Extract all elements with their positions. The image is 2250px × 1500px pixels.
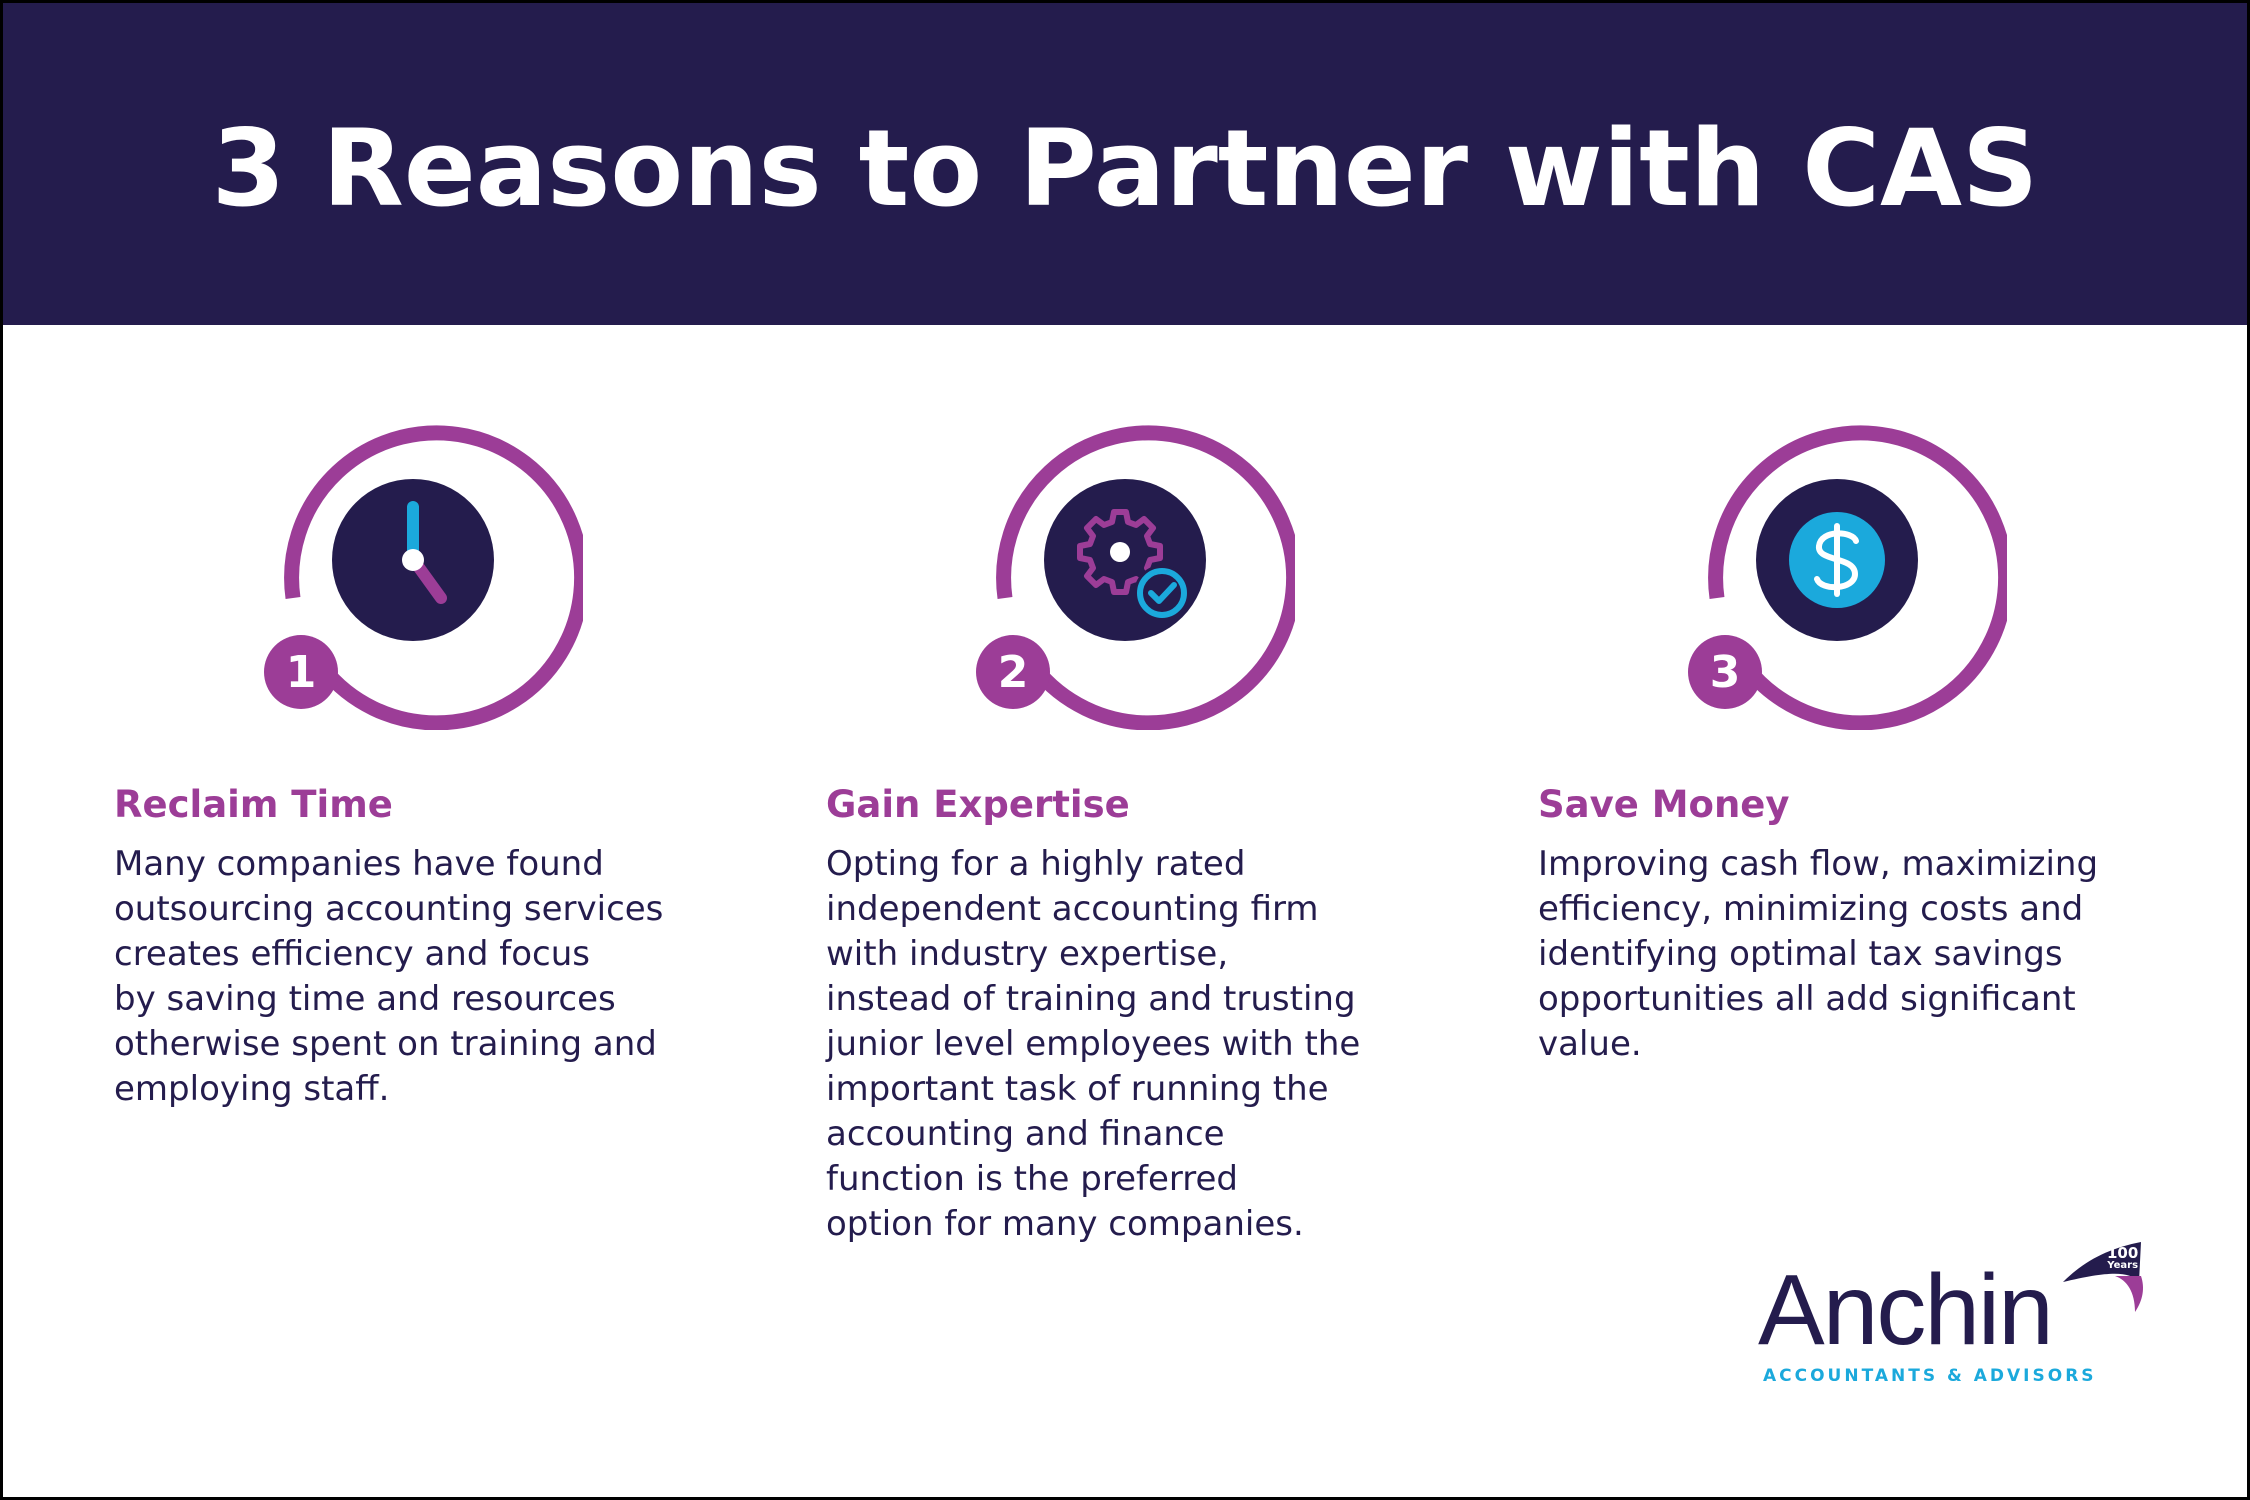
reason-body: Improving cash flow, maximizing efficien…	[1538, 844, 2099, 1064]
reason-body: Opting for a highly rated independent ac…	[826, 844, 1361, 1244]
reason-2-column: Gain Expertise Opting for a highly rated…	[826, 780, 1466, 1247]
anniversary-number: 100	[2107, 1244, 2139, 1262]
reason-1-badge: 1	[243, 390, 583, 730]
page-title: 3 Reasons to Partner with CAS	[211, 106, 2039, 230]
reason-title: Reclaim Time	[114, 783, 393, 826]
gear-check-icon: 2	[976, 425, 1295, 730]
logo-wordmark: Anchin	[1758, 1254, 2054, 1366]
clock-icon: 1	[264, 425, 583, 730]
reason-number: 1	[286, 647, 317, 698]
reason-3-column: Save Money Improving cash flow, maximizi…	[1538, 780, 2178, 1067]
reason-title: Gain Expertise	[826, 783, 1130, 826]
reason-3-badge: 3	[1667, 390, 2007, 730]
reason-title: Save Money	[1538, 783, 1790, 826]
anniversary-label: Years	[2107, 1260, 2139, 1271]
reason-number: 2	[998, 647, 1029, 698]
logo-swoosh-icon	[2063, 1242, 2143, 1312]
anchin-logo: 100 Years Anchin ACCOUNTANTS & ADVISORS	[1755, 1240, 2143, 1400]
reason-1-column: Reclaim Time Many companies have found o…	[114, 780, 754, 1112]
header-banner: 3 Reasons to Partner with CAS	[3, 3, 2247, 325]
dollar-coin-icon: 3	[1688, 425, 2007, 730]
reason-body: Many companies have found outsourcing ac…	[114, 844, 664, 1109]
reason-2-badge: 2	[955, 390, 1295, 730]
anniversary-badge: 100 Years	[2107, 1246, 2138, 1271]
logo-tagline: ACCOUNTANTS & ADVISORS	[1763, 1366, 2097, 1386]
reason-number: 3	[1710, 647, 1741, 698]
